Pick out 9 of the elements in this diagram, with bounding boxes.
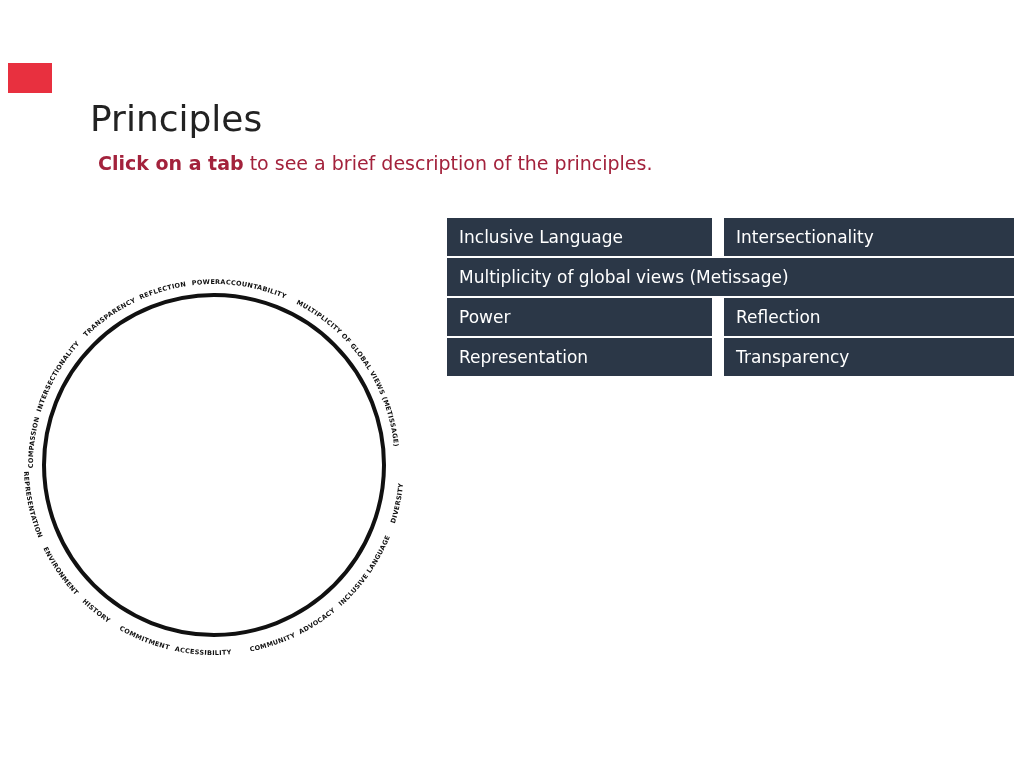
page-title: Principles — [90, 98, 263, 139]
principle-tab: Representation — [447, 338, 712, 376]
principle-tab: Reflection — [724, 298, 1014, 336]
principle-tab: Intersectionality — [724, 218, 1014, 256]
principle-tab: Power — [447, 298, 712, 336]
principle-tab: Inclusive Language — [447, 218, 712, 256]
instruction-text: Click on a tab to see a brief description of the principles. — [98, 152, 653, 174]
principle-tab: Transparency — [724, 338, 1014, 376]
principle-tab: Multiplicity of global views (Metissage) — [447, 258, 1014, 296]
